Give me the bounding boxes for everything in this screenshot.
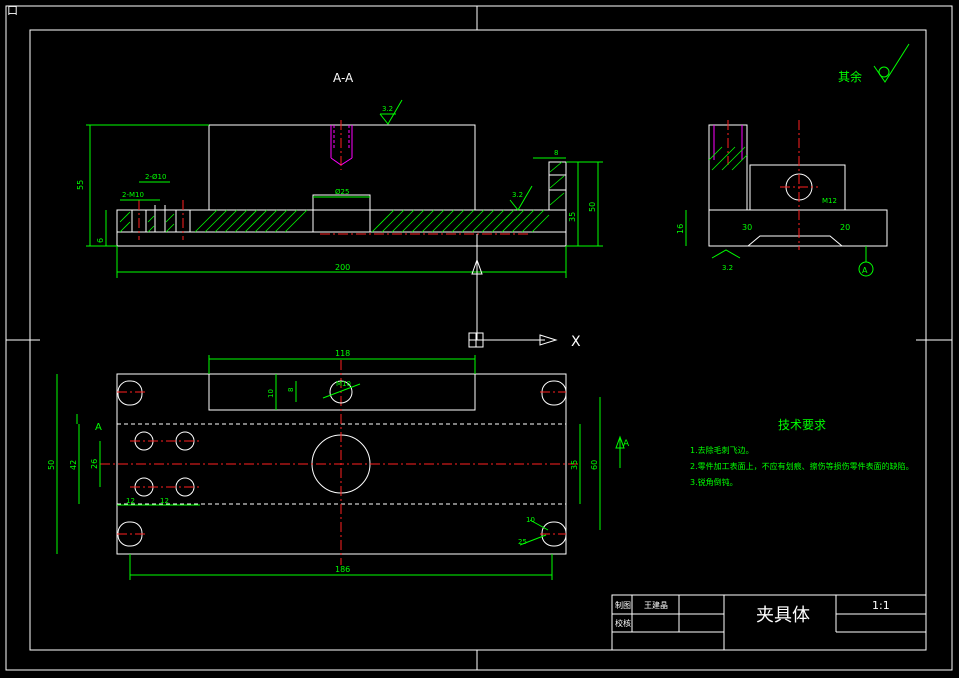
view-a-label: A: [95, 422, 102, 433]
tech-title: 技术要求: [778, 418, 826, 432]
dim-right-h1: 35: [568, 212, 577, 222]
datum-label: A: [862, 266, 868, 275]
tb-scale: 1:1: [872, 599, 890, 612]
roughness-1: 3.2: [382, 105, 393, 113]
roughness-2: 3.2: [512, 191, 523, 199]
dim-plan-left-mid: 26: [90, 459, 99, 469]
dim-side-left-h: 16: [676, 224, 685, 234]
dim-small-10: 10: [267, 389, 275, 398]
axis-x-label: X: [571, 334, 581, 350]
section-hatching: [119, 161, 565, 233]
dim-small-8: 8: [287, 388, 295, 392]
dim-bore: Ø25: [335, 188, 349, 196]
tb-check-label: 校核: [615, 618, 631, 628]
other-surface-label: 其余: [838, 69, 862, 84]
dim-slot: 2-Ø10: [145, 173, 166, 181]
tb-part-name: 夹具体: [756, 605, 810, 626]
dim-right-60: 60: [590, 460, 599, 470]
tb-draw-label: 制图: [615, 600, 631, 610]
dim-r-10: 10: [526, 516, 535, 524]
dim-side-hole: M12: [822, 197, 837, 205]
dim-right-35: 35: [570, 460, 579, 470]
view-a2-label: A: [623, 439, 630, 449]
dim-plan-left-inner: 42: [69, 460, 78, 470]
right-step: [548, 161, 567, 211]
roughness-3: 3.2: [722, 264, 733, 272]
dim-plan-top-width: 118: [335, 349, 350, 358]
section-label: A-A: [333, 71, 354, 85]
dim-r-25: 25: [518, 538, 527, 546]
tech-item-1: 1.去除毛刺飞边。: [690, 445, 754, 455]
sheet-border-outer: [5, 5, 953, 671]
plan-top-slot: [208, 373, 476, 411]
bore-section: [312, 194, 371, 233]
dim-thread: 2-M10: [122, 191, 144, 199]
tb-drawer: 王建晶: [644, 600, 668, 610]
base-plate: [116, 209, 567, 233]
dim-hole-callout: M10: [336, 380, 351, 388]
datum-circle: [858, 261, 874, 277]
dim-bottom-12b: 12: [160, 497, 169, 505]
corner-glyph: 口: [7, 4, 18, 17]
dim-base-thick: 6: [96, 238, 105, 243]
title-block: [611, 594, 927, 651]
dim-height-left: 55: [76, 180, 85, 190]
dim-chamfer-right: 20: [840, 223, 850, 232]
dim-chamfer-left: 30: [742, 223, 752, 232]
dim-right-small: 8: [554, 149, 558, 157]
tech-item-3: 3.锐角倒钝。: [690, 477, 738, 487]
dim-right-h2: 50: [588, 202, 597, 212]
dim-bottom-12a: 12: [126, 497, 135, 505]
dim-bottom-total: 186: [335, 565, 350, 574]
side-base: [708, 209, 888, 247]
tech-item-2: 2.零件加工表面上，不应有划痕、擦伤等损伤零件表面的缺陷。: [690, 461, 914, 471]
dim-plan-left-outer: 50: [47, 460, 56, 470]
dim-total-length: 200: [335, 263, 350, 272]
